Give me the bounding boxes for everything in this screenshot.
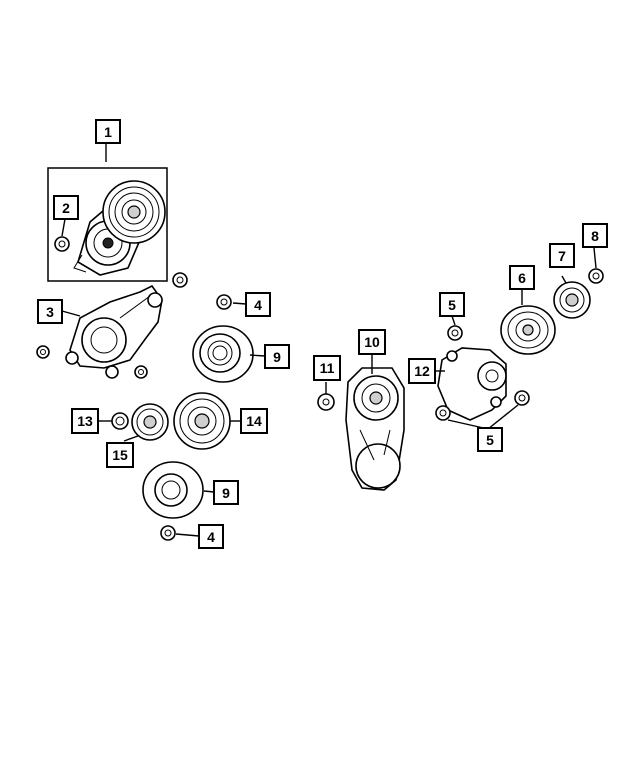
bolt-near-frame — [172, 272, 188, 288]
bolt-part-11 — [317, 393, 335, 411]
leader-lines — [61, 143, 597, 537]
pulley-cap-part-7 — [553, 281, 591, 319]
bolt-near-3-a — [36, 345, 50, 359]
callout-4-upper: 4 — [245, 292, 271, 317]
tensioner-part-10 — [345, 367, 405, 491]
callout-10-label: 10 — [364, 334, 380, 350]
bracket-part-3 — [65, 284, 163, 379]
callout-12-label: 12 — [414, 363, 430, 379]
nut-part-5-lower-a — [435, 405, 451, 421]
callout-12: 12 — [408, 358, 436, 384]
callout-6: 6 — [509, 265, 535, 290]
callout-1: 1 — [95, 119, 121, 144]
callout-10: 10 — [358, 329, 386, 355]
nut-part-2 — [54, 236, 70, 252]
idler-pulley-9-upper — [192, 325, 254, 383]
bolt-part-4-upper — [216, 294, 232, 310]
callout-8: 8 — [582, 223, 608, 248]
callout-1-label: 1 — [104, 124, 112, 140]
nut-part-5-upper — [447, 325, 463, 341]
callout-15-label: 15 — [112, 447, 128, 463]
callout-14: 14 — [240, 408, 268, 434]
callout-3: 3 — [37, 299, 63, 324]
callout-9-upper-label: 9 — [273, 349, 281, 365]
callout-15: 15 — [106, 442, 134, 468]
pulley-part-6 — [500, 305, 556, 355]
nut-part-8 — [588, 268, 604, 284]
callout-9-lower-label: 9 — [222, 485, 230, 501]
callout-5-upper: 5 — [439, 292, 465, 317]
callout-14-label: 14 — [246, 413, 262, 429]
washer-part-13 — [111, 412, 129, 430]
callout-4-lower-label: 4 — [207, 529, 215, 545]
bolt-part-4-lower — [160, 525, 176, 541]
callout-13: 13 — [71, 408, 99, 434]
callout-11: 11 — [313, 355, 341, 381]
callout-9-upper: 9 — [264, 344, 290, 369]
pulley-part-14 — [173, 392, 231, 450]
idler-pulley-9-lower — [142, 461, 204, 519]
callout-2-label: 2 — [62, 200, 70, 216]
callout-7: 7 — [549, 243, 575, 268]
callout-9-lower: 9 — [213, 480, 239, 505]
callout-8-label: 8 — [591, 228, 599, 244]
callout-11-label: 11 — [320, 360, 335, 376]
callout-5-lower: 5 — [477, 427, 503, 452]
nut-part-5-lower-b — [514, 390, 530, 406]
callout-5-upper-label: 5 — [448, 297, 456, 313]
callout-3-label: 3 — [46, 304, 54, 320]
bolt-near-3-b — [134, 365, 148, 379]
pulley-cap-part-15 — [131, 403, 169, 441]
callout-5-lower-label: 5 — [486, 432, 494, 448]
callout-7-label: 7 — [558, 248, 566, 264]
callout-13-label: 13 — [77, 413, 93, 429]
assembly-frame-1 — [47, 167, 168, 282]
bracket-part-12 — [437, 347, 507, 421]
callout-6-label: 6 — [518, 270, 526, 286]
callout-2: 2 — [53, 195, 79, 220]
callout-4-upper-label: 4 — [254, 297, 262, 313]
tensioner-assembly-1-drawing — [73, 180, 166, 276]
callout-4-lower: 4 — [198, 524, 224, 549]
